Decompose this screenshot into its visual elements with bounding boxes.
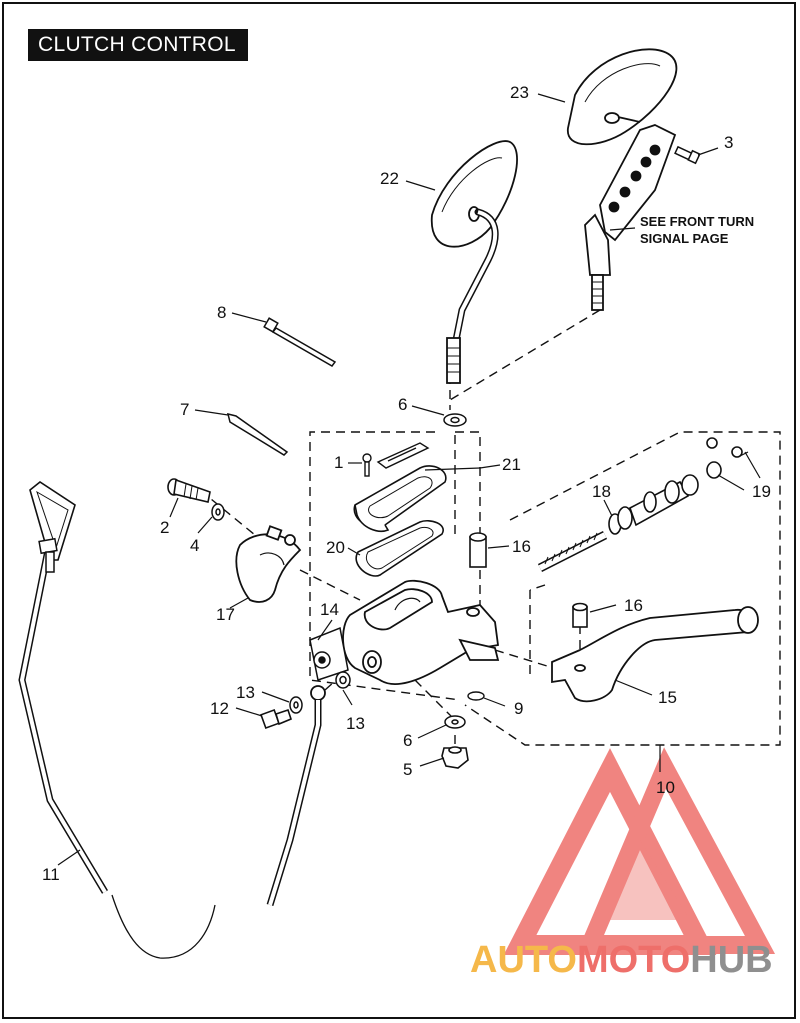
callout-6-top: 6	[398, 395, 407, 414]
washer-4	[211, 503, 225, 521]
turn-signal-note: SEE FRONT TURN SIGNAL PAGE	[640, 214, 754, 246]
watermark-auto: AUTO	[470, 939, 577, 981]
callout-12: 12	[210, 699, 229, 718]
callout-1: 1	[334, 453, 343, 472]
washer-6-top	[443, 413, 467, 427]
piston-spring-18	[537, 530, 608, 573]
callout-numbers: 23 3 22 8 7 6 1 21 18 19 2 4 20 16 16 14…	[42, 83, 771, 884]
callout-18: 18	[592, 482, 611, 501]
callout-3: 3	[724, 133, 733, 152]
callout-8: 8	[217, 303, 226, 322]
gasket-20	[355, 519, 444, 577]
washer-6-bottom	[444, 715, 466, 729]
watermark-moto: MOTO	[577, 939, 690, 981]
callout-4: 4	[190, 536, 199, 555]
callout-22: 22	[380, 169, 399, 188]
callout-21: 21	[502, 455, 521, 474]
switch-14	[309, 626, 349, 681]
banjo-bolt-12	[260, 708, 292, 729]
callout-17: 17	[216, 605, 235, 624]
turn-signal-stem	[584, 124, 677, 311]
pivot-pin-16-upper	[469, 532, 487, 568]
callout-16-upper: 16	[512, 537, 531, 556]
note-line-2: SIGNAL PAGE	[640, 231, 729, 246]
callout-7: 7	[180, 400, 189, 419]
cable-strap-8	[263, 317, 337, 367]
callout-10: 10	[656, 778, 675, 797]
watermark-logo	[503, 747, 776, 955]
watermark-text: AUTOMOTOHUB	[470, 939, 773, 981]
sight-glass-21	[376, 442, 430, 469]
callout-23: 23	[510, 83, 529, 102]
callout-16-lower: 16	[624, 596, 643, 615]
washer-13-upper	[289, 696, 303, 714]
callout-11: 11	[42, 865, 60, 884]
svg-text:AUTOMOTOHUB: AUTOMOTOHUB	[470, 939, 773, 981]
leader-lines	[57, 93, 761, 866]
watermark-hub: HUB	[690, 939, 772, 981]
note-line-1: SEE FRONT TURN	[640, 214, 754, 229]
screw-2	[167, 478, 211, 503]
screw-3	[674, 145, 701, 165]
mirror-left	[431, 140, 518, 384]
callout-6-bottom: 6	[403, 731, 412, 750]
callout-20: 20	[326, 538, 345, 557]
o-ring-9	[467, 691, 485, 701]
nut-5	[441, 746, 469, 769]
callout-13-lower: 13	[346, 714, 365, 733]
cable-strap-7	[226, 412, 289, 456]
screw-1	[362, 453, 372, 477]
washer-13-lower	[335, 671, 351, 689]
clamp-17	[235, 525, 302, 603]
pivot-pin-16-lower	[572, 602, 588, 628]
callout-2: 2	[160, 518, 169, 537]
piston-kit-19	[608, 437, 743, 535]
clutch-lever-15	[551, 606, 759, 703]
callout-14: 14	[320, 600, 339, 619]
reservoir-cover	[353, 465, 447, 532]
clutch-hose-11	[18, 481, 326, 959]
callout-9: 9	[514, 699, 523, 718]
callout-5: 5	[403, 760, 412, 779]
master-cylinder-body	[342, 579, 500, 685]
callout-15: 15	[658, 688, 677, 707]
callout-13-upper: 13	[236, 683, 255, 702]
callout-19: 19	[752, 482, 771, 501]
page-title: CLUTCH CONTROL	[28, 29, 248, 61]
mirror-right	[567, 48, 678, 146]
